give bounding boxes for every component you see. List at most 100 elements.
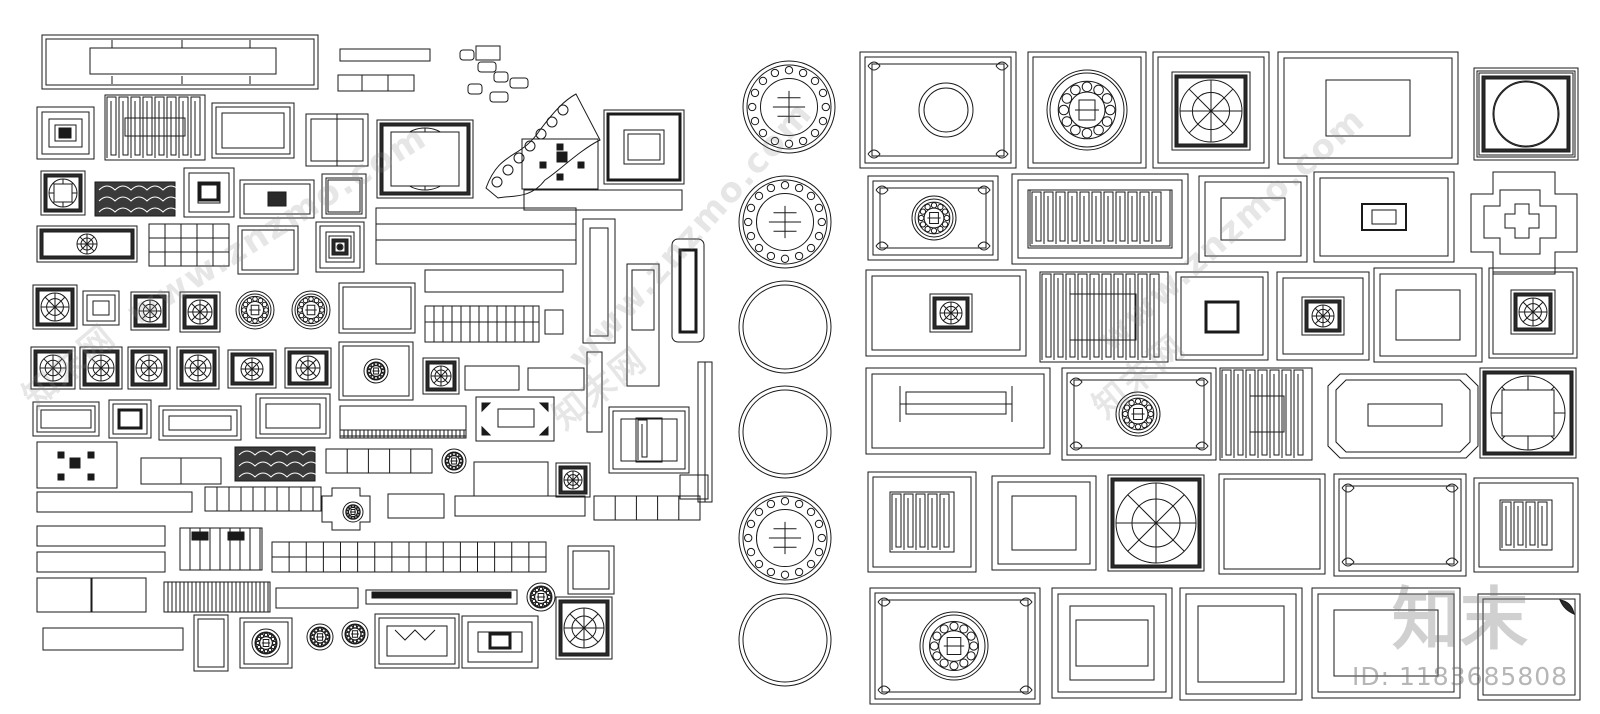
round-outline [738, 593, 832, 687]
drawing-line [307, 359, 317, 369]
panel-outline [148, 223, 230, 267]
panel-outline [265, 403, 321, 429]
round-outline [937, 225, 944, 233]
ceiling-panel [1373, 267, 1483, 363]
round-outline [1141, 399, 1148, 407]
round-outline [254, 631, 278, 655]
ceiling-panel [321, 173, 367, 219]
rosette-medallion-icon [235, 290, 275, 330]
round-outline [314, 641, 319, 646]
drawing-line [199, 303, 209, 313]
ceiling-panel [374, 613, 460, 669]
round-outline [748, 102, 757, 112]
round-outline [919, 611, 989, 681]
floral-carving-icon [1510, 289, 1556, 335]
panel-outline [627, 133, 661, 161]
panel-outline [1219, 367, 1313, 461]
round-outline [256, 636, 262, 642]
panel-outline [1029, 189, 1171, 247]
drawing-line [251, 368, 261, 378]
rosette-medallion-icon [911, 195, 957, 241]
fret-stroke [915, 493, 926, 550]
panel-outline [36, 525, 166, 547]
rosette-medallion-icon [363, 358, 389, 384]
round-outline [513, 152, 525, 164]
panel-outline [1482, 598, 1576, 696]
panel-outline [867, 471, 977, 573]
panel-outline [1017, 179, 1183, 259]
panel-outline [1185, 593, 1297, 695]
panel-outline [48, 118, 83, 148]
round-outline [780, 181, 790, 190]
panel-outline [239, 617, 293, 669]
ceiling-panel [108, 399, 152, 439]
panel-outline [929, 293, 973, 333]
drawing-line [566, 473, 574, 481]
ceiling-panel [1011, 173, 1189, 265]
panel-outline [454, 495, 586, 517]
round-outline [1061, 116, 1073, 127]
panel-outline [679, 474, 709, 500]
drawing-line [1127, 522, 1157, 552]
panel-outline [1057, 593, 1167, 693]
round-outline [546, 116, 558, 128]
panel-outline [179, 291, 221, 333]
corner-scroll [1445, 483, 1459, 493]
panel-outline [338, 282, 416, 334]
round-outline [754, 243, 764, 253]
round-outline [966, 651, 976, 661]
panel-outline [390, 131, 460, 187]
round-outline [758, 76, 768, 86]
round-outline [529, 585, 553, 609]
panel-outline [191, 531, 209, 541]
drawing-line [100, 358, 111, 369]
floral-carving-icon [79, 346, 123, 390]
round-outline [459, 459, 463, 463]
slat-strip [163, 581, 271, 613]
panel-outline [467, 83, 483, 95]
drawing-line [251, 360, 261, 370]
round-outline [251, 628, 281, 658]
round-outline [959, 624, 969, 634]
panel-outline [267, 191, 287, 207]
round-outline [259, 633, 265, 639]
round-medallion-icon [738, 385, 832, 479]
fret-stroke [190, 96, 201, 158]
drawing-line [942, 304, 952, 314]
fret-pattern-icon [1039, 271, 1169, 363]
panel-outline [41, 34, 319, 90]
round-outline [235, 290, 275, 330]
round-outline [452, 452, 456, 456]
panel-outline [86, 294, 116, 322]
round-outline [746, 203, 756, 213]
round-outline [357, 510, 361, 514]
panel-outline [1204, 181, 1302, 257]
right-ceiling-panel-set [738, 51, 1581, 705]
panel-outline [586, 351, 603, 433]
drawing-line [188, 367, 199, 378]
round-outline [794, 251, 804, 261]
grid-panel [593, 495, 701, 521]
fret-stroke [118, 96, 129, 158]
ceiling-panel [865, 269, 1027, 357]
round-outline [368, 372, 372, 377]
round-outline [270, 636, 276, 642]
panel-outline [42, 627, 184, 651]
round-outline [311, 638, 316, 643]
shou-character-stroke [772, 90, 806, 124]
panel-outline [112, 403, 148, 435]
round-outline [524, 140, 536, 152]
round-outline [297, 307, 303, 313]
round-outline [924, 225, 931, 233]
drawing-line [942, 312, 952, 322]
panel-outline [211, 102, 295, 159]
round-outline [271, 640, 277, 646]
round-outline [346, 635, 351, 640]
rosette-medallion-icon [291, 290, 331, 330]
panel-outline [461, 615, 539, 669]
panel-outline [424, 269, 564, 293]
panel-outline [1492, 271, 1574, 355]
panel-outline [319, 225, 361, 269]
drawing-line [299, 359, 309, 369]
round-outline [354, 515, 358, 519]
